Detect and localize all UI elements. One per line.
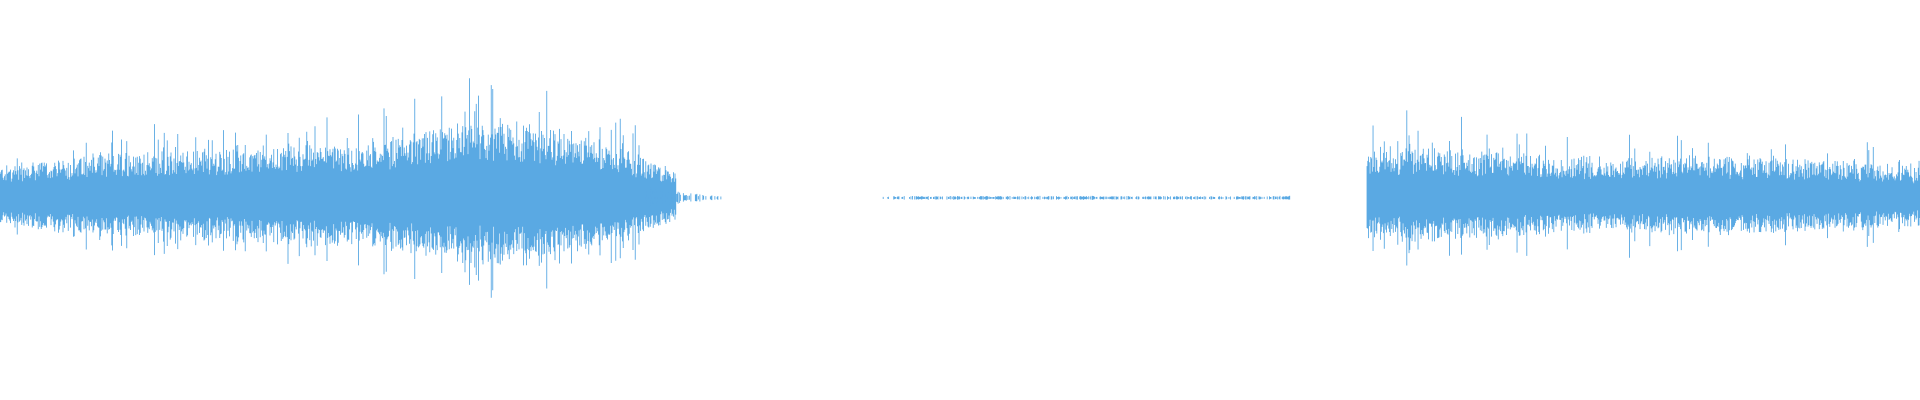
waveform-path — [645, 186, 722, 207]
waveform-segment-2-silence — [882, 195, 1291, 200]
waveform-path — [1366, 110, 1920, 266]
waveform-segment-1 — [0, 78, 677, 298]
waveform-segment-1-tail — [645, 186, 722, 207]
waveform-path — [0, 78, 677, 298]
waveform-segment-3 — [1366, 110, 1920, 266]
waveform-path — [882, 195, 1291, 200]
